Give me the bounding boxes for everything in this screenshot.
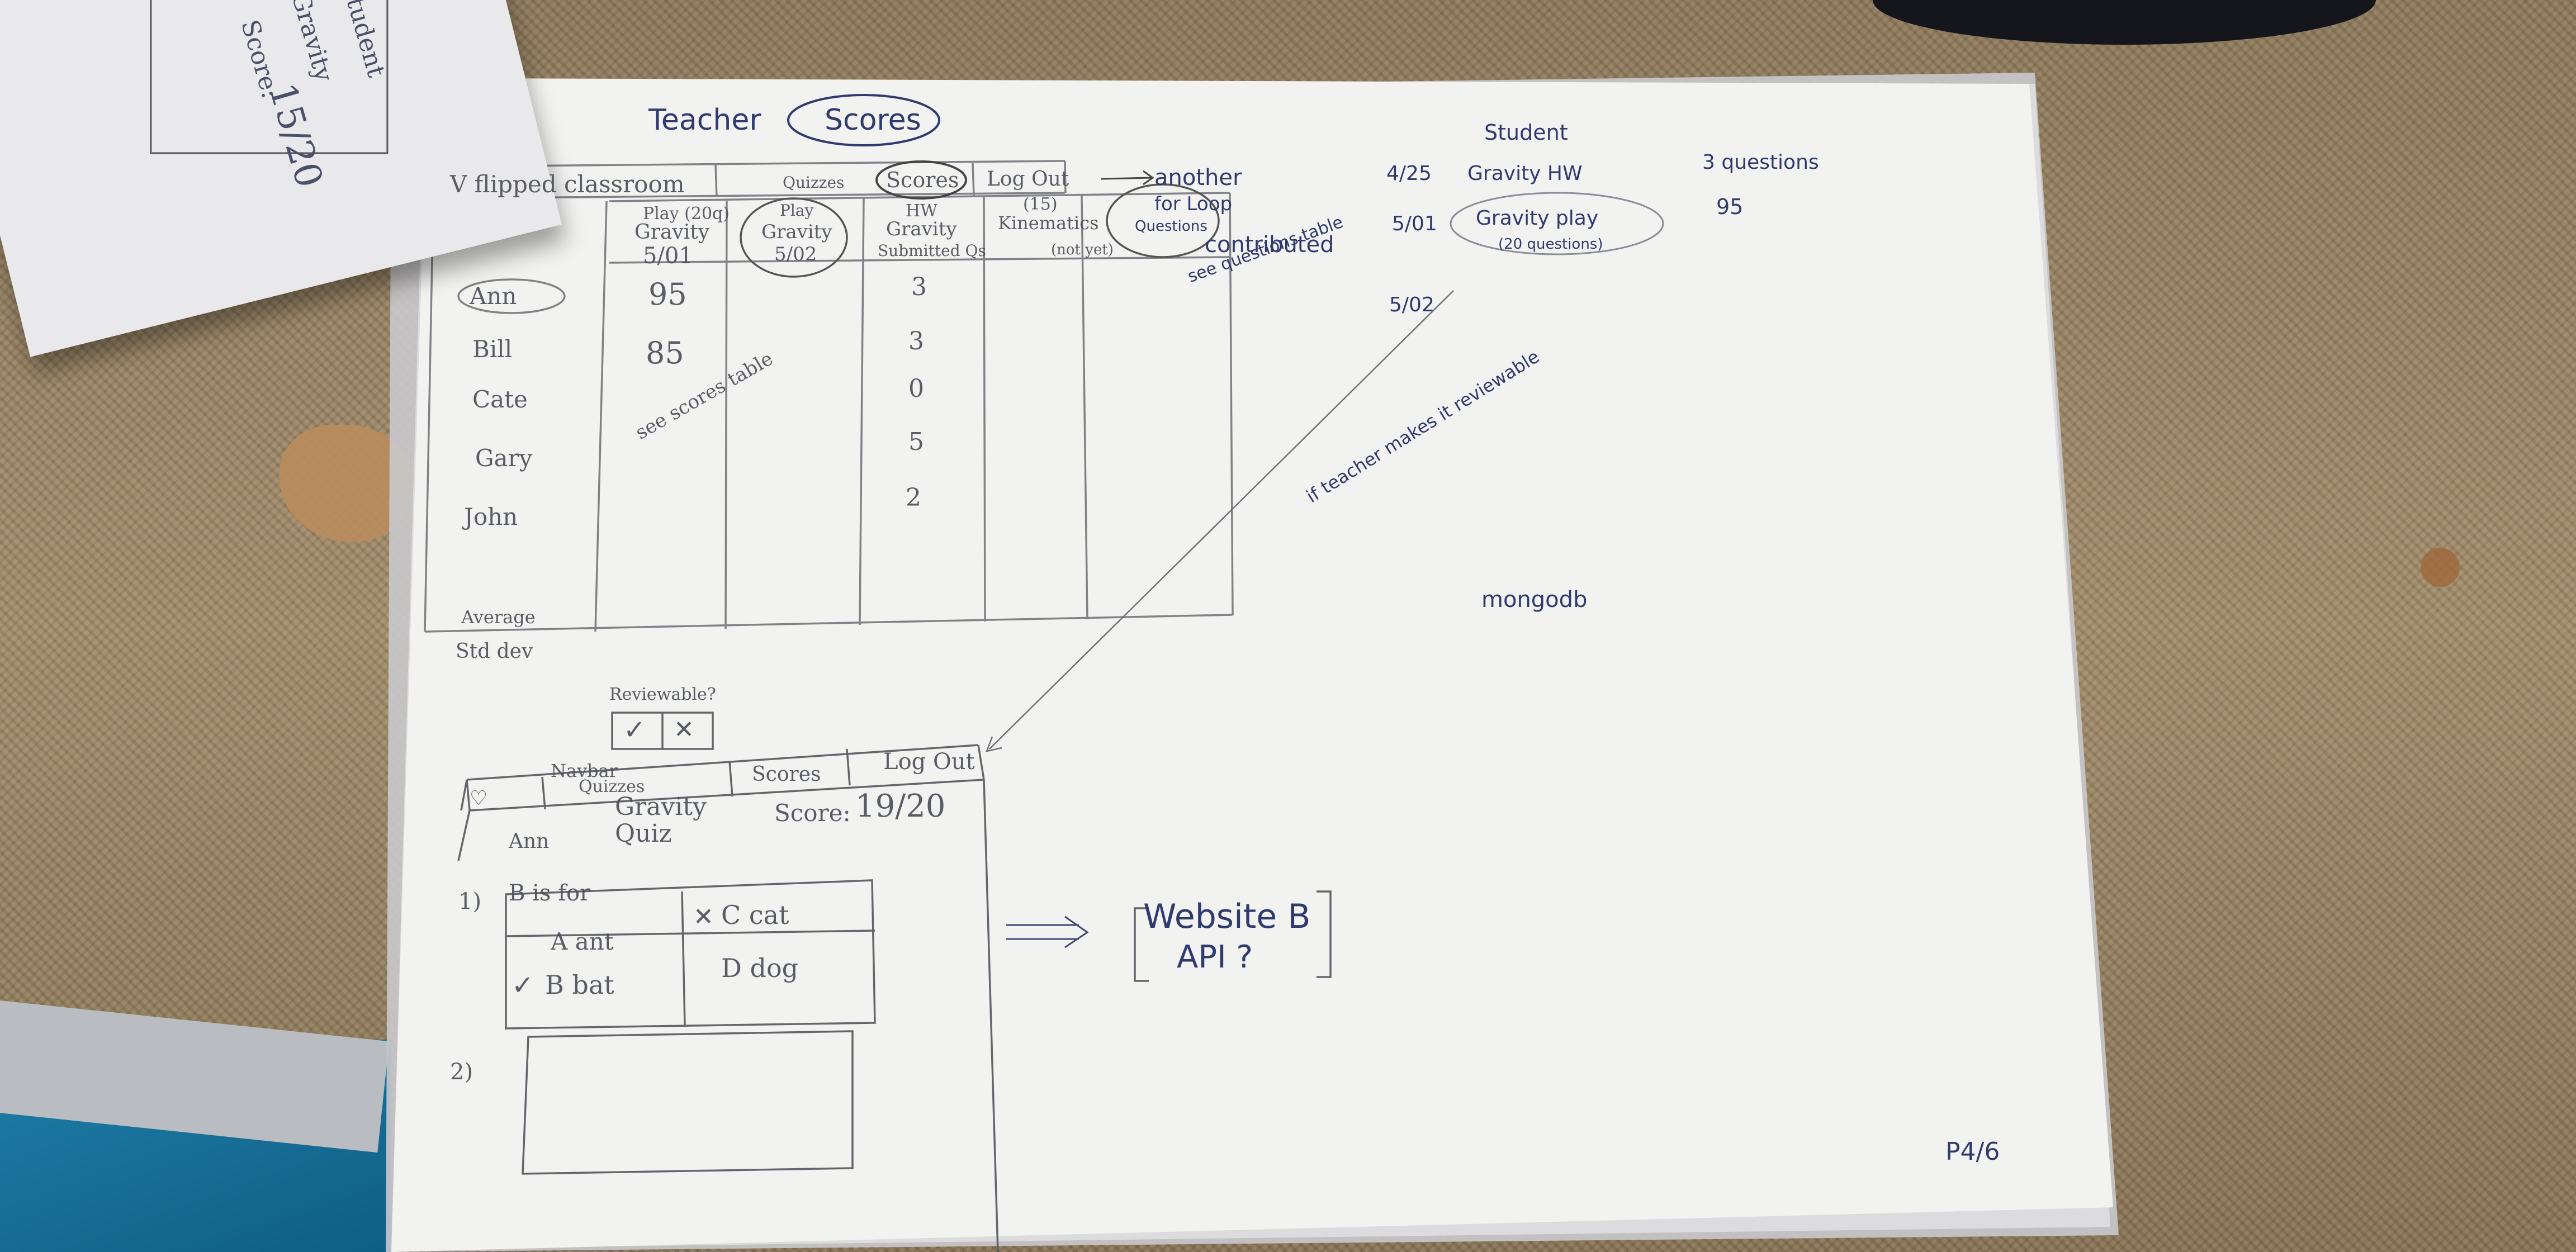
reviewable-check-button[interactable]: ✓: [623, 714, 646, 746]
col-3-line-3: Submitted Qs: [878, 241, 986, 260]
answer-textbox[interactable]: [528, 1037, 850, 1171]
contributed-note: contributed: [1205, 232, 1334, 258]
col-2-line-3: 5/02: [774, 243, 817, 265]
row-name: Gary: [475, 444, 533, 472]
teacher-nav-quizzes[interactable]: Quizzes: [783, 173, 845, 192]
teacher-nav-scores[interactable]: Scores: [886, 168, 959, 192]
option-mark: ✕: [693, 903, 714, 931]
option-label: D dog: [721, 953, 799, 983]
reviewable-cross-button[interactable]: ✕: [674, 715, 694, 744]
option-label: C cat: [721, 900, 789, 930]
quiz-nav-scores[interactable]: Scores: [752, 763, 821, 786]
student-item-date: 4/25: [1386, 162, 1432, 185]
row-col3: 2: [906, 483, 921, 512]
student-item-detail: 3 questions: [1702, 151, 1819, 174]
row-name: John: [464, 503, 518, 530]
mongodb-label: mongodb: [1481, 587, 1588, 613]
quiz-score-label: Score:: [774, 799, 851, 827]
question-1-text: B is for: [509, 880, 591, 906]
carpet-stain-small: [2421, 548, 2460, 587]
quiz-nav-label: Navbar: [551, 760, 618, 781]
quiz-nav-quizzes[interactable]: Quizzes: [579, 777, 645, 796]
row-col3: 5: [908, 428, 924, 456]
col-1-line-2: Gravity: [634, 221, 710, 244]
row-col3: 0: [908, 374, 924, 403]
row-col1: 85: [646, 335, 684, 371]
col-5-line-1: for Loop: [1154, 193, 1233, 215]
col-5-line-2: Questions: [1135, 218, 1208, 235]
col-4-line-2: Kinematics: [998, 212, 1099, 234]
row-col3: 3: [911, 273, 927, 301]
reviewable-label: Reviewable?: [609, 685, 716, 704]
quiz-name: Gravity Quiz: [615, 793, 707, 848]
row-col3: 3: [908, 327, 924, 355]
student-view-title: Student: [1484, 120, 1568, 145]
quiz-nav-logout[interactable]: Log Out: [883, 749, 975, 775]
question-1-number: 1): [458, 889, 482, 914]
col-1-line-3: 5/01: [643, 243, 693, 269]
row-col1: 95: [648, 277, 687, 312]
teacher-scores-circled[interactable]: Scores: [825, 103, 921, 137]
col-4-line-1: (15): [1023, 195, 1058, 214]
website-line-2: API ?: [1177, 939, 1253, 975]
website-line-1: Website B: [1143, 897, 1311, 936]
teacher-nav-menu[interactable]: V flipped classroom: [450, 170, 685, 198]
student-item-date: 5/01: [1392, 212, 1437, 235]
col-2-line-1: Play: [780, 201, 814, 220]
question-2-number: 2): [450, 1059, 473, 1085]
col-1-line-1: Play (20q): [643, 204, 730, 224]
average-row-label: Average: [461, 606, 536, 628]
col-3-line-2: Gravity: [886, 218, 957, 240]
col-5-note: (not yet): [1051, 241, 1114, 258]
quiz-student-name: Ann: [509, 830, 550, 853]
another-note: another: [1154, 165, 1242, 191]
student-item-date: 5/02: [1389, 293, 1434, 316]
option-label: B bat: [545, 970, 614, 1000]
heart-icon[interactable]: ♡: [470, 787, 488, 810]
col-2-line-2: Gravity: [761, 221, 832, 243]
row-name: Bill: [472, 335, 513, 363]
option-mark: ✓: [512, 970, 534, 1001]
page-number: P4/6: [1945, 1137, 2000, 1166]
row-name: Ann: [470, 282, 517, 310]
student-item-sub: (20 questions): [1498, 236, 1603, 253]
teacher-title: Teacher: [648, 103, 761, 137]
student-item-name: Gravity play: [1476, 207, 1599, 230]
teacher-nav-logout[interactable]: Log Out: [987, 168, 1069, 191]
std-dev-row-label: Std dev: [456, 640, 533, 663]
col-3-line-1: HW: [906, 201, 937, 221]
quiz-score-value: 19/20: [855, 788, 946, 824]
student-item-detail: 95: [1716, 195, 1744, 219]
student-item-name: Gravity HW: [1467, 162, 1583, 185]
option-label: A ant: [551, 928, 614, 955]
row-name: Cate: [472, 386, 528, 413]
